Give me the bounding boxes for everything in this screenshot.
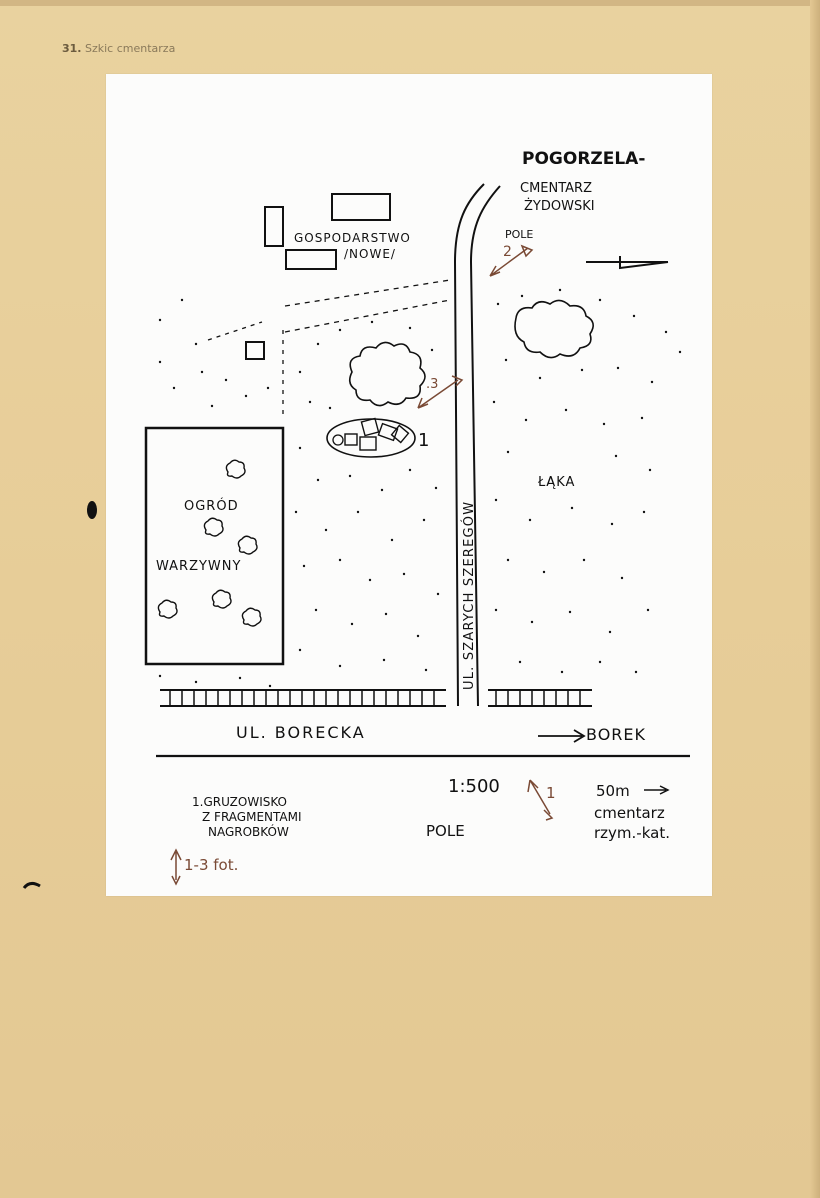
rubble-marker-1: 1 — [418, 430, 429, 451]
map-subtitle-2: ŻYDOWSKI — [524, 198, 595, 214]
tree-icon — [237, 535, 258, 555]
fence-right — [488, 689, 592, 707]
map-subtitle-1: CMENTARZ — [520, 181, 592, 196]
photo-marker-2-label: 2 — [503, 244, 512, 260]
fence-left — [160, 689, 446, 707]
small-structure — [245, 341, 265, 360]
direction-arrow-icon — [538, 729, 586, 743]
legend-line-3: NAGROBKÓW — [208, 824, 289, 839]
tombstone-fragment — [390, 424, 410, 444]
map-title: POGORZELA- — [522, 149, 645, 169]
tree-icon — [225, 459, 246, 479]
tombstone-fragment — [360, 417, 380, 437]
ground-dots — [158, 288, 682, 688]
bush-icon — [348, 341, 426, 407]
punch-mark — [87, 501, 97, 519]
page-caption: 31. Szkic cmentarza — [62, 42, 175, 55]
street-label-borecka: UL. BORECKA — [236, 723, 366, 742]
legend-line-1: 1.GRUZOWISKO — [192, 795, 287, 809]
dashed-path — [284, 279, 451, 307]
garden-label-1: OGRÓD — [184, 498, 239, 514]
tombstone-fragment — [377, 422, 399, 442]
punch-mark — [22, 881, 41, 889]
distance-arrow-icon — [644, 785, 670, 795]
tombstone-fragment — [359, 436, 377, 451]
photo-arrow-icon — [527, 779, 554, 821]
photo-arrow-icon — [417, 375, 464, 409]
tree-icon — [211, 589, 232, 609]
bush-icon — [514, 299, 594, 359]
photo-marker-1-label: 1 — [546, 784, 556, 802]
catholic-cemetery-line2: rzym.-kat. — [594, 824, 670, 842]
catholic-cemetery-line1: cmentarz — [594, 804, 665, 822]
distance-label: 50m — [596, 782, 630, 800]
card-right-edge — [810, 0, 820, 1198]
tombstone-fragment — [344, 433, 358, 446]
road-edge — [469, 185, 501, 707]
north-arrow-icon — [586, 256, 669, 270]
dashed-path — [207, 321, 263, 341]
caption-number: 31. — [62, 42, 82, 55]
rubble-area — [326, 418, 416, 458]
map-scale: 1:500 — [448, 776, 500, 797]
photos-legend: 1-3 fot. — [184, 856, 238, 874]
dashed-path — [284, 299, 451, 333]
caption-text: Szkic cmentarza — [85, 42, 176, 55]
field-label-top: POLE — [505, 228, 533, 241]
meadow-label: ŁĄKA — [537, 475, 575, 490]
field-label-bottom: POLE — [426, 822, 465, 840]
photo-arrow-icon — [489, 244, 534, 277]
tree-icon — [203, 517, 224, 537]
farm-building — [264, 206, 284, 247]
map-sheet — [106, 74, 712, 896]
tree-icon — [157, 599, 178, 619]
tombstone-fragment — [332, 434, 344, 446]
farm-label: GOSPODARSTWO — [294, 231, 411, 245]
card-top-edge — [0, 0, 820, 6]
destination-borek: BOREK — [586, 725, 646, 744]
vegetable-garden — [144, 426, 285, 666]
farm-building — [285, 249, 337, 270]
street-label-vertical: UL. SZARYCH SZEREGÓW — [461, 501, 477, 690]
tree-icon — [241, 607, 262, 627]
photo-legend-arrow-icon — [170, 848, 182, 886]
garden-label-2: WARZYWNY — [156, 559, 241, 574]
fence-posts-right — [495, 690, 581, 706]
legend-line-2: Z FRAGMENTAMI — [202, 810, 302, 824]
farm-building — [331, 193, 391, 221]
road-edge — [453, 183, 485, 707]
farm-label-new: /NOWE/ — [344, 247, 396, 261]
photo-marker-3-label: .3 — [426, 377, 438, 392]
fence-posts-left — [169, 690, 435, 706]
